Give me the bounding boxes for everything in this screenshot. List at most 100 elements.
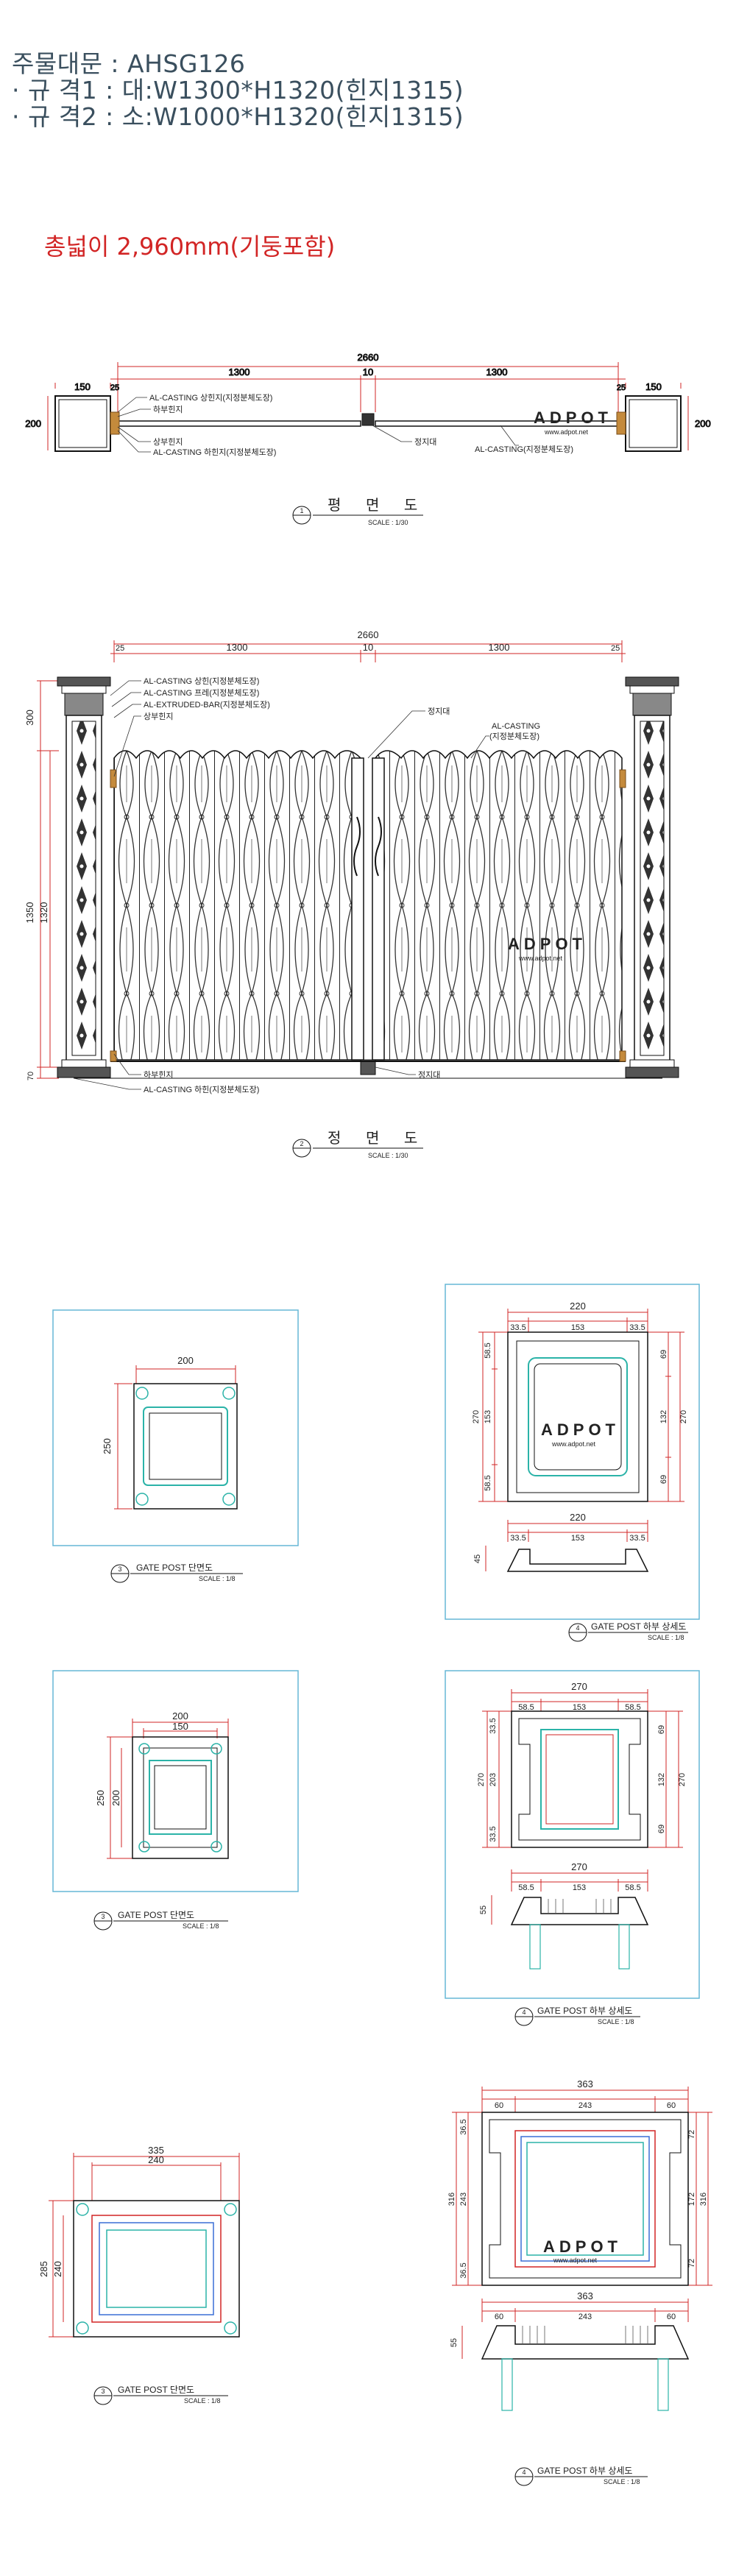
d3-det-lt: 316 [447,2193,456,2206]
d2-sec-w2: 150 [172,1721,188,1732]
d3-sec-w2: 240 [148,2154,164,2165]
d1-bot-r: 33.5 [629,1534,645,1543]
elev-label-frame: AL-CASTING 프레(지정분체도장) [144,688,259,698]
d2-sec-w: 200 [172,1710,188,1722]
d2-det-lt: 270 [477,1773,486,1786]
detail-row-2: 200 150 250 200 3 GATE POST 단면도 SCALE : … [52,1670,700,2026]
d2-det-l: 58.5 [518,1703,534,1712]
d2-det-rb: 132 [657,1773,666,1786]
d2-bot-r: 58.5 [625,1883,640,1892]
svg-text:www.adpot.net: www.adpot.net [551,1440,596,1448]
watermark-d1: ADPOT [541,1420,620,1439]
spec-size-2: · 규 격2 : 소:W1000*H1320(힌지1315) [12,102,464,131]
d1-bot-h: 45 [473,1554,482,1563]
d1-sec-no: 3 [118,1565,121,1573]
total-width-note: 총넓이 2,960mm(기둥포함) [44,233,336,261]
d1-det-m: 153 [571,1323,584,1332]
d3-sec-h: 285 [38,2261,49,2277]
d3-bot-m: 243 [578,2313,592,2321]
d2-det-la: 33.5 [489,1718,498,1733]
elev-scale: SCALE : 1/30 [368,1152,408,1159]
d2-sec-scale: SCALE : 1/8 [183,1922,219,1930]
d2-det-rc: 69 [657,1825,666,1833]
elev-label-casting: AL-CASTING [492,722,540,731]
d3-det-top: 363 [577,2078,593,2090]
d2-det-no: 4 [522,2009,526,2016]
d1-bot-m: 153 [571,1534,584,1543]
plan-post-right [625,395,682,452]
d3-bot-r: 60 [667,2313,676,2321]
plan-title: 평 면 도 [328,497,428,514]
plan-stopper [361,413,375,426]
plan-label-stopper: 정지대 [414,437,436,447]
d3-bot-h: 55 [450,2338,459,2347]
watermark-plan: ADPOT www.adpot.net [534,408,612,436]
svg-text:www.adpot.net: www.adpot.net [553,2257,598,2264]
elev-dim-leaf-left: 1300 [227,642,248,653]
elev-dim-offset-right: 25 [611,644,620,653]
d2-det-ra: 69 [657,1725,666,1734]
elev-title-number: 2 [300,1140,303,1147]
svg-text:www.adpot.net: www.adpot.net [518,955,563,962]
d2-det-lc: 33.5 [489,1826,498,1841]
d3-det-r: 60 [667,2101,676,2110]
spec-size-1: · 규 격1 : 대:W1300*H1320(힌지1315) [12,76,464,105]
elev-label-bar: AL-EXTRUDED-BAR(지정분체도장) [144,700,270,710]
d3-det-rb: 172 [687,2193,696,2206]
d2-bot-h: 55 [479,1906,488,1914]
d1-det-no: 4 [576,1624,579,1632]
d2-sec-h: 250 [95,1790,106,1806]
spec-model: 주물대문 : AHSG126 [12,49,246,78]
d3-det-ra: 72 [687,2130,696,2139]
d3-det-lb: 243 [459,2193,468,2206]
plan-dim-depth-left: 200 [25,418,41,429]
d3-sec-w: 335 [148,2145,164,2156]
d1-det-lc: 58.5 [484,1475,492,1490]
d3-det-rt: 316 [699,2193,708,2206]
d1-det-scale: SCALE : 1/8 [648,1634,684,1641]
d3-bot-l: 60 [495,2313,503,2321]
elev-dim-gap: 10 [363,642,373,653]
d2-sec-h2: 200 [110,1790,121,1806]
elev-dim-height: 1350 [24,902,35,924]
plan-dim-overall: 2660 [358,352,379,363]
elev-label-lower-casting: AL-CASTING 하힌(지정분체도장) [144,1084,259,1094]
elevation-title-block: 2 정 면 도 SCALE : 1/30 [292,1130,423,1159]
d1-det-title: GATE POST 하부 상세도 [591,1621,686,1632]
d2-det-lb: 203 [489,1773,498,1786]
d1-sec-title: GATE POST 단면도 [136,1563,213,1573]
d1-sec-scale: SCALE : 1/8 [199,1575,236,1582]
d1-sec-w: 200 [177,1355,194,1366]
d1-det-rt: 270 [679,1410,688,1423]
plan-label-casting: AL-CASTING(지정분체도장) [475,445,573,454]
plan-dim-post-left: 150 [74,381,91,392]
plan-dim-post-right: 150 [645,381,662,392]
d1-det-lb: 153 [484,1410,492,1423]
plan-leaf-left [111,420,361,427]
elev-dim-base: 70 [26,1072,35,1080]
d1-det-lt: 270 [472,1410,481,1423]
elev-dim-hinge: 1320 [38,902,49,924]
d1-det-l: 33.5 [510,1323,526,1332]
elev-label-upper-hinge: 상부힌지 [144,712,173,721]
watermark-d3: ADPOT [543,2237,622,2256]
d2-det-rt: 270 [678,1773,687,1786]
d1-det-la: 58.5 [484,1342,492,1358]
elev-dim-cap: 300 [24,710,35,726]
d2-det-scale: SCALE : 1/8 [598,2018,634,2025]
svg-text:www.adpot.net: www.adpot.net [544,428,589,436]
elev-dim-offset-left: 25 [116,644,124,653]
d3-bot-top: 363 [577,2290,593,2301]
d3-sec-title: GATE POST 단면도 [118,2385,194,2395]
d2-det-title: GATE POST 하부 상세도 [537,2006,632,2016]
plan-dim-leaf-right: 1300 [486,367,508,378]
d1-bot-top: 220 [570,1512,586,1523]
plan-dim-depth-right: 200 [695,418,711,429]
d2-sec-no: 3 [101,1913,105,1920]
d3-det-title: GATE POST 하부 상세도 [537,2466,632,2476]
d1-sec-h: 250 [102,1438,113,1454]
d2-bot-top: 270 [571,1861,587,1872]
plan-dim-offset-left: 25 [110,383,119,392]
svg-text:ADPOT: ADPOT [534,408,612,427]
d3-det-rc: 72 [687,2259,696,2268]
